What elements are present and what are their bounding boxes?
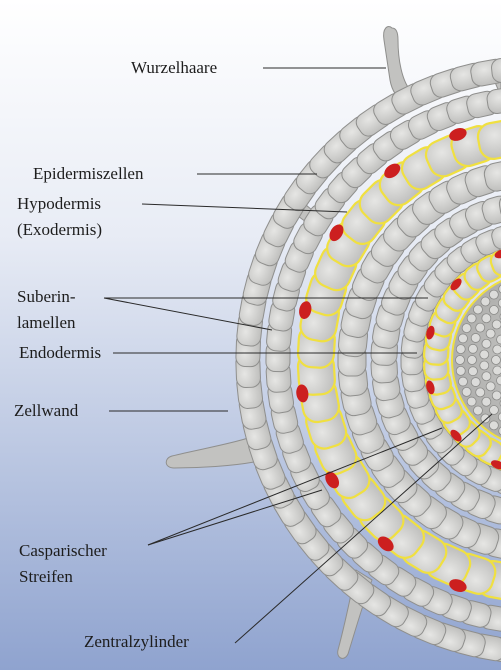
vascular-cell bbox=[468, 344, 477, 353]
vascular-cell bbox=[471, 333, 480, 342]
vascular-cell bbox=[482, 339, 491, 348]
vascular-cell bbox=[480, 350, 489, 359]
vascular-cell bbox=[489, 290, 498, 299]
vascular-cell bbox=[467, 397, 476, 406]
vascular-cell bbox=[462, 387, 471, 396]
label-epidermiszellen: Epidermiszellen bbox=[33, 164, 143, 184]
vascular-cell bbox=[482, 314, 491, 323]
vascular-cell bbox=[462, 324, 471, 333]
vascular-cell bbox=[482, 397, 491, 406]
label-streifen: Streifen bbox=[19, 567, 73, 587]
vascular-cell bbox=[481, 414, 490, 423]
vascular-cell bbox=[456, 366, 465, 375]
vascular-cell bbox=[468, 356, 477, 365]
vascular-cell bbox=[468, 367, 477, 376]
label-exodermis: (Exodermis) bbox=[17, 220, 102, 240]
vascular-cell bbox=[476, 388, 485, 397]
vascular-cell bbox=[482, 372, 491, 381]
vascular-cell bbox=[467, 314, 476, 323]
label-zellwand: Zellwand bbox=[14, 401, 78, 421]
vascular-cell bbox=[493, 345, 501, 354]
vascular-cell bbox=[489, 406, 498, 415]
vascular-cell bbox=[456, 356, 465, 365]
vascular-cell bbox=[489, 305, 498, 314]
vascular-cell bbox=[473, 406, 482, 415]
vascular-cell bbox=[458, 377, 467, 386]
vascular-cell bbox=[492, 320, 501, 329]
label-zentralzylinder: Zentralzylinder bbox=[84, 632, 189, 652]
vascular-cell bbox=[489, 421, 498, 430]
vascular-cell bbox=[458, 334, 467, 343]
vascular-cell bbox=[476, 323, 485, 332]
vascular-cell bbox=[480, 361, 489, 370]
label-wurzelhaare: Wurzelhaare bbox=[131, 58, 217, 78]
vascular-cell bbox=[456, 345, 465, 354]
label-endodermis: Endodermis bbox=[19, 343, 101, 363]
label-hypodermis: Hypodermis bbox=[17, 194, 101, 214]
vascular-cell bbox=[492, 391, 501, 400]
vascular-cell bbox=[481, 297, 490, 306]
label-suberin-line1: Suberin- bbox=[17, 287, 76, 307]
label-casparischer: Casparischer bbox=[19, 541, 107, 561]
vascular-cell bbox=[471, 378, 480, 387]
vascular-cell bbox=[486, 329, 495, 338]
label-suberin-line2: lamellen bbox=[17, 313, 76, 333]
vascular-cell bbox=[493, 366, 501, 375]
vascular-cell bbox=[492, 356, 501, 365]
vascular-cell bbox=[473, 305, 482, 314]
vascular-cell bbox=[486, 382, 495, 391]
